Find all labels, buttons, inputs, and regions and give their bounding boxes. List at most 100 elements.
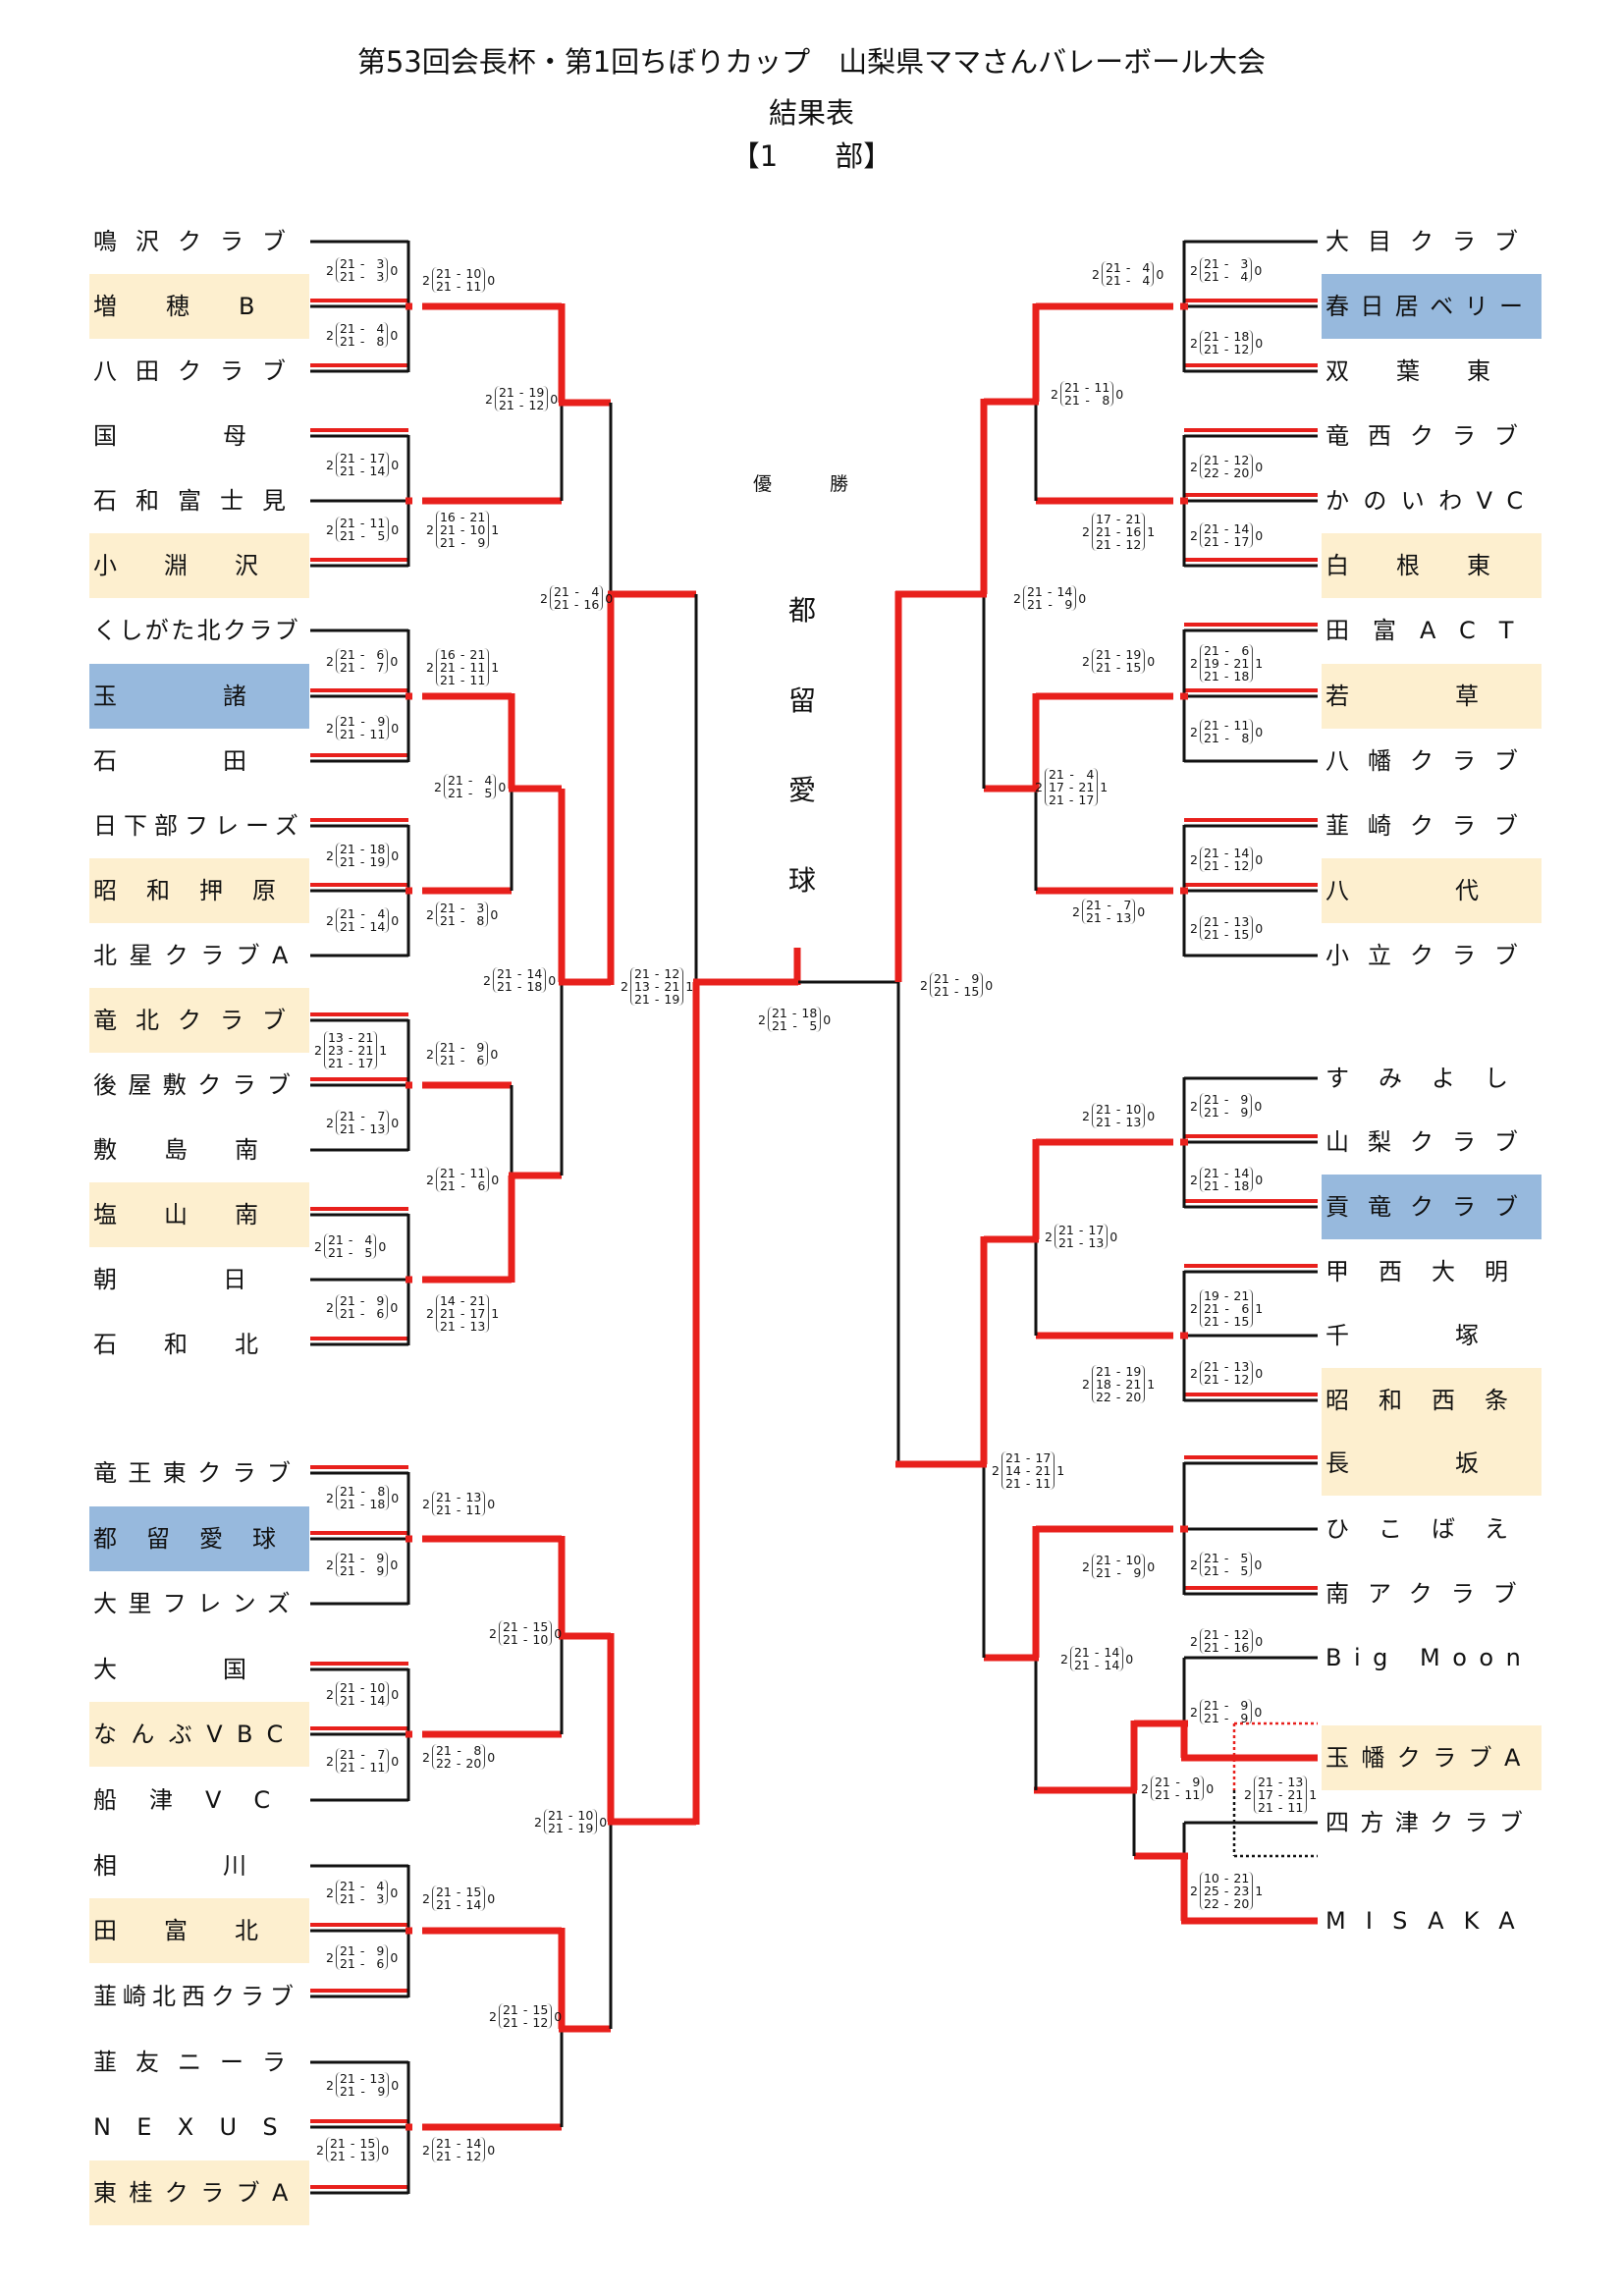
- game-points-a: 21: [1203, 1711, 1219, 1725]
- game-points-a: 14: [1004, 1463, 1021, 1478]
- sets-won: 2: [1190, 1301, 1198, 1316]
- team-right: ひこばえ: [1322, 1497, 1542, 1561]
- sets-won: 2: [1190, 1633, 1198, 1649]
- team-left: 船津VC: [89, 1768, 309, 1832]
- game-row: 21-17: [1204, 535, 1249, 548]
- game-row: 13-21: [328, 1031, 373, 1044]
- game-points-b: 4: [1240, 269, 1249, 284]
- game-points-b: 21: [664, 979, 680, 994]
- game-row: 21-10: [548, 1809, 593, 1822]
- team-right: 昭和西条: [1322, 1368, 1542, 1433]
- game-row: 21-11: [436, 280, 481, 293]
- team-name: 大国: [93, 1656, 352, 1683]
- game-points-b: 6: [376, 1956, 385, 1971]
- team-left: 八田クラブ: [89, 339, 309, 404]
- team-right: 南アクラブ: [1322, 1561, 1542, 1626]
- game-sep: -: [1223, 914, 1229, 929]
- game-points-a: 21: [1073, 1645, 1090, 1660]
- team-name: 玉諸: [93, 683, 352, 710]
- game-points-a: 21: [1203, 669, 1219, 683]
- team-right: MISAKA: [1322, 1888, 1542, 1953]
- game-points-b: 12: [1233, 1627, 1250, 1642]
- game-row: 21-6: [440, 1179, 485, 1192]
- game-points-b: 18: [801, 1006, 818, 1020]
- sets-won: 2: [326, 912, 334, 928]
- game-sep: -: [516, 979, 522, 994]
- game-sep: -: [654, 966, 660, 981]
- game-points-a: 21: [1095, 524, 1111, 539]
- game-row: 21-12: [634, 967, 679, 980]
- team-left: 国母: [89, 404, 309, 468]
- game-points-a: 21: [1203, 1640, 1219, 1655]
- team-right: Big Moon: [1322, 1625, 1542, 1690]
- game-sep: -: [1115, 1553, 1121, 1567]
- game-points-b: 19: [369, 854, 386, 869]
- game-points-a: 21: [1203, 927, 1219, 942]
- game-row: 21-3: [440, 902, 484, 914]
- game-points-b: 17: [1233, 534, 1250, 549]
- game-points-a: 21: [1203, 1359, 1219, 1374]
- game-points-a: 21: [1095, 1553, 1111, 1567]
- game-row: 21-5: [340, 529, 385, 542]
- team-left: 敷島南: [89, 1118, 309, 1182]
- sets-won: 2: [1190, 920, 1198, 936]
- game-points-a: 21: [1057, 1235, 1074, 1250]
- game-sep: -: [467, 773, 473, 788]
- game-sep: -: [1223, 1698, 1229, 1713]
- team-name: 昭和西条: [1325, 1387, 1538, 1414]
- game-row: 21-19: [1096, 648, 1141, 661]
- game-row: 21-16: [554, 598, 599, 611]
- game-sep: -: [1277, 1787, 1283, 1802]
- game-points-a: 21: [496, 966, 513, 981]
- game-sep: -: [460, 1178, 465, 1193]
- game-sep: -: [360, 1109, 365, 1123]
- game-points-b: 15: [1233, 927, 1250, 942]
- game-row: 21-13: [1258, 1776, 1303, 1788]
- game-sep: -: [456, 1756, 461, 1771]
- team-right: 竜西クラブ: [1322, 404, 1542, 468]
- sets-won: 2: [1092, 266, 1100, 282]
- team-right: 四方津クラブ: [1322, 1790, 1542, 1855]
- team-name: 竜北クラブ: [93, 1007, 304, 1034]
- game-sep: -: [1223, 1563, 1229, 1578]
- game-sep: -: [457, 1743, 461, 1758]
- game-points-b: 6: [476, 1053, 485, 1067]
- game-points-a: 21: [496, 979, 513, 994]
- game-points-a: 21: [1004, 1450, 1021, 1465]
- sets-lost: 0: [1255, 920, 1264, 936]
- champion-char: 留: [788, 684, 817, 717]
- game-points-b: 13: [1088, 1235, 1105, 1250]
- game-sep: -: [359, 1293, 365, 1308]
- sets-lost: 0: [391, 1753, 400, 1769]
- team-name: NEXUS: [93, 2113, 303, 2141]
- team-left: 鳴沢クラブ: [89, 209, 309, 274]
- game-points-b: 21: [469, 510, 486, 524]
- sets-won: 2: [1072, 903, 1080, 919]
- game-points-a: 21: [439, 522, 456, 537]
- game-points-b: 11: [469, 673, 486, 687]
- sets-won: 2: [1035, 780, 1043, 794]
- game-points-a: 22: [1095, 1390, 1111, 1404]
- game-points-b: 12: [664, 966, 680, 981]
- game-points-b: 19: [577, 1821, 594, 1835]
